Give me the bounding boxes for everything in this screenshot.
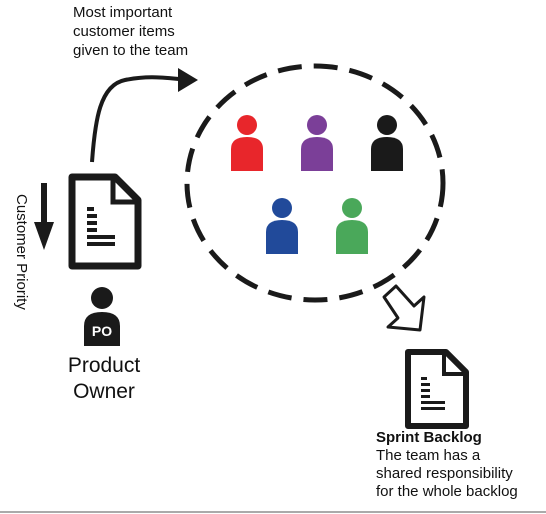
product-backlog-document-icon — [68, 173, 142, 270]
product-owner-person-icon — [84, 287, 120, 346]
sprint-backlog-description-line: The team has a — [376, 447, 481, 464]
team-member-icon — [266, 198, 298, 254]
handoff-caption-line: Most important — [73, 4, 173, 21]
product-owner-label-line: Product — [67, 354, 141, 377]
handoff-arrow — [90, 75, 191, 163]
sprint-arrow — [382, 284, 426, 332]
sprint-backlog-description-line: shared responsibility — [376, 465, 513, 482]
team-member-icon — [371, 115, 403, 171]
priority-arrow — [34, 183, 54, 250]
team-member-icon — [301, 115, 333, 171]
handoff-caption-line: given to the team — [73, 42, 189, 59]
handoff-caption: Most important customer items given to t… — [73, 3, 243, 60]
product-owner-label-line: Owner — [73, 380, 135, 403]
team-member-icon — [231, 115, 263, 171]
sprint-backlog-description-line: for the whole backlog — [376, 483, 518, 500]
po-badge: PO — [92, 323, 112, 339]
product-owner-label: Product Owner — [52, 353, 156, 405]
customer-priority-label: Customer Priority — [13, 194, 30, 310]
team-members — [231, 115, 403, 254]
sprint-backlog-title: Sprint Backlog — [376, 429, 482, 446]
team-boundary — [184, 63, 446, 303]
sprint-backlog-document-icon — [405, 349, 469, 429]
sprint-backlog-caption: Sprint Backlog The team has a shared res… — [376, 429, 546, 501]
handoff-caption-line: customer items — [73, 23, 175, 40]
team-member-icon — [336, 198, 368, 254]
handoff-arrowhead — [178, 68, 198, 92]
